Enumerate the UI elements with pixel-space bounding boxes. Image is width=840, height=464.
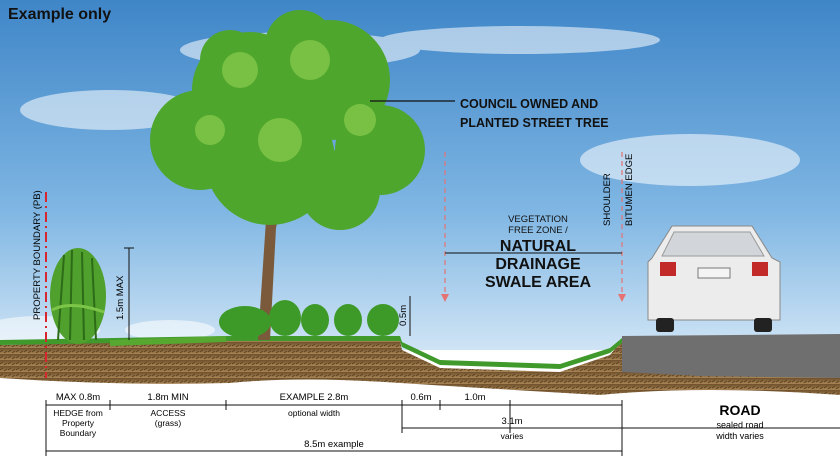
dimension-lines <box>45 400 840 456</box>
road-note: sealed road width varies <box>690 420 790 442</box>
swale-line1: NATURAL <box>499 238 577 255</box>
planting-height-label: 0.5m <box>398 304 409 326</box>
road-note-line1: sealed road <box>716 420 764 430</box>
page-title: Example only <box>8 6 112 23</box>
gap-a-dimension: 0.6m <box>410 392 432 403</box>
gap-b-dimension: 1.0m <box>464 392 486 403</box>
swale-label: NATURAL DRAINAGE SWALE AREA <box>470 238 606 292</box>
road-note-line2: width varies <box>716 431 764 441</box>
road-label: ROAD <box>719 402 761 418</box>
vegetation-line2: FREE ZONE / <box>508 225 568 236</box>
tree-callout: COUNCIL OWNED AND PLANTED STREET TREE <box>460 95 609 133</box>
hedge-icon <box>50 248 106 344</box>
access-grass <box>110 336 226 346</box>
hedge-dimension-note: HEDGE from Property Boundary <box>46 408 110 438</box>
access-note-line1: ACCESS <box>150 408 186 418</box>
hedge-note-line2: Property <box>61 418 95 428</box>
tree-callout-line1: COUNCIL OWNED AND <box>460 97 599 111</box>
hedge-dimension: MAX 0.8m <box>55 392 101 403</box>
swale-total-note: varies <box>500 431 524 441</box>
bitumen-edge-label: BITUMEN EDGE <box>624 153 635 226</box>
swale-total-dimension: 3.1m <box>501 416 523 427</box>
vegetation-line1: VEGETATION <box>508 214 568 225</box>
tree-icon <box>150 10 425 340</box>
hedge-note-line1: HEDGE from <box>53 408 103 418</box>
planting-dimension: EXAMPLE 2.8m <box>279 392 349 403</box>
planting-icon <box>219 300 399 338</box>
overall-dimension: 8.5m example <box>304 439 364 450</box>
swale-line3: SWALE AREA <box>484 274 592 291</box>
road-surface <box>622 334 840 378</box>
grass-strip <box>0 336 622 369</box>
access-note-line2: (grass) <box>154 418 182 428</box>
access-dimension-note: ACCESS (grass) <box>110 408 226 428</box>
hedge-note-line3: Boundary <box>59 428 97 438</box>
property-boundary-label: PROPERTY BOUNDARY (PB) <box>32 190 43 320</box>
access-dimension: 1.8m MIN <box>147 392 189 403</box>
swale-line2: DRAINAGE <box>495 256 581 273</box>
vegetation-label: VEGETATION FREE ZONE / <box>488 214 588 236</box>
shoulder-label: SHOULDER <box>602 173 613 226</box>
hedge-height-label: 1.5m MAX <box>115 275 126 320</box>
car-icon <box>647 225 781 332</box>
planting-dimension-note: optional width <box>288 408 340 418</box>
tree-callout-line2: PLANTED STREET TREE <box>460 116 609 130</box>
